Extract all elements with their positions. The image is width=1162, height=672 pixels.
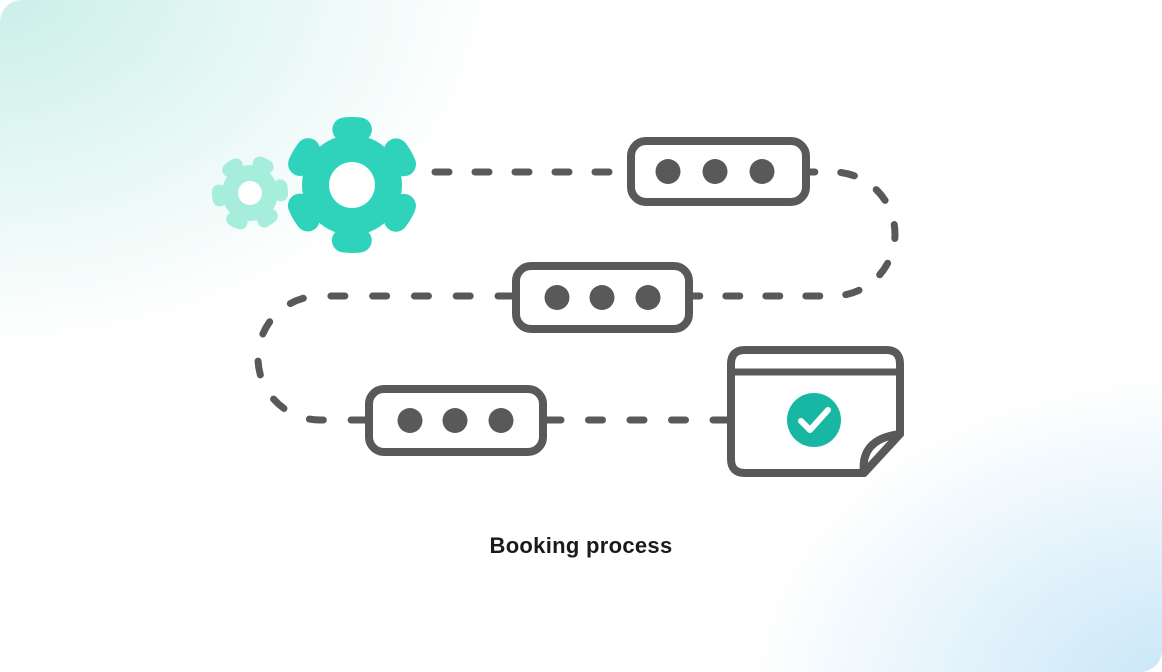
step-box-2 (512, 262, 693, 333)
check-badge (787, 393, 841, 447)
dot (442, 408, 468, 433)
step-box-1 (627, 137, 810, 206)
dot (749, 159, 775, 184)
gear-hole (329, 162, 375, 208)
step-box-3 (365, 385, 547, 456)
dot (589, 285, 615, 310)
process-path-segment-2 (689, 168, 899, 300)
process-path-segment-3 (254, 292, 516, 424)
dot (488, 408, 514, 433)
dot (702, 159, 728, 184)
dot (544, 285, 570, 310)
checkmark-icon (798, 407, 831, 433)
dot (635, 285, 661, 310)
gear-icon-large (284, 117, 420, 253)
gear-teeth (212, 155, 288, 231)
gear-teeth (284, 117, 420, 253)
document-check-icon (727, 346, 904, 477)
gear-hole (238, 181, 262, 205)
document-fold-corner (859, 430, 904, 477)
gear-icon-small (212, 155, 288, 231)
illustration-caption: Booking process (489, 533, 673, 558)
dot (397, 408, 423, 433)
dot (655, 159, 681, 184)
